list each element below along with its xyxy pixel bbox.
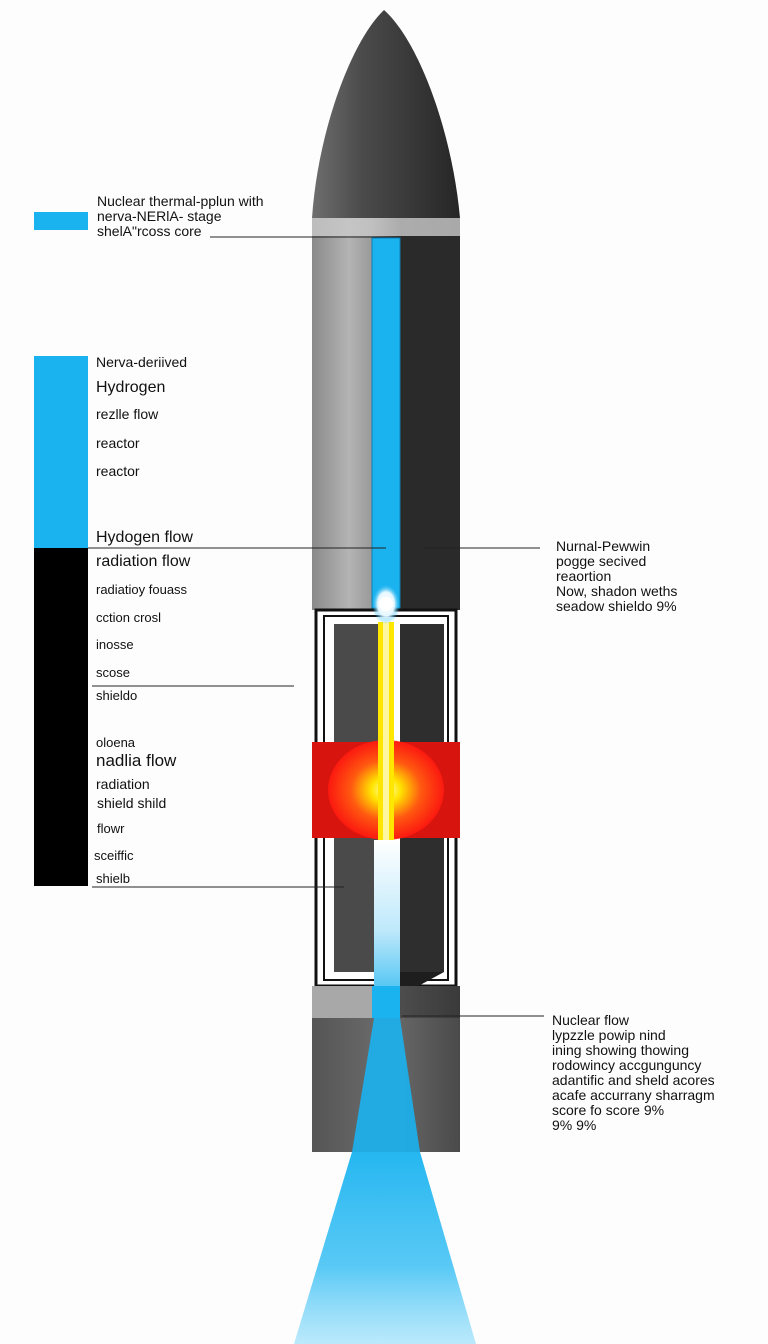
legend-black-item: shieldo <box>96 688 138 703</box>
legend-blue-item: reactor <box>96 463 140 479</box>
legend-top-line: shelA"rcoss core <box>97 223 202 239</box>
legend-top-line: Nuclear thermal-pplun with <box>97 193 264 209</box>
legend-top-line: nerva-NERlA- stage <box>97 208 222 224</box>
legend-blue-item: rezlle flow <box>96 406 159 422</box>
legend-blue-item: Nerva-deriived <box>96 354 188 370</box>
callout-line: ining showing thowing <box>552 1042 689 1058</box>
callout-line: acafe accurrany sharragm <box>552 1087 715 1103</box>
exhaust-inner <box>352 1018 420 1152</box>
legend-blue-item: reactor <box>96 435 140 451</box>
callout-line: 9% 9% <box>552 1117 597 1133</box>
legend-black-item: shielb <box>96 871 130 886</box>
hydrogen-feed-pipe <box>372 238 400 608</box>
callout-line: Nuclear flow <box>552 1012 630 1028</box>
legend-black-item: sceiffic <box>94 848 134 863</box>
legend-black-item: shield shild <box>97 795 167 811</box>
legend-black-item: radiatioy fouass <box>96 582 188 597</box>
callout-right-middle: Nurnal-Pewwin pogge secived reaortion No… <box>556 539 677 614</box>
callout-line: seadow shieldo 9% <box>556 598 677 614</box>
legend-black-item: radiation <box>96 776 150 792</box>
legend-top-label: Nuclear thermal-pplun with nerva-NERlA- … <box>97 194 264 239</box>
callout-line: pogge secived <box>556 553 647 569</box>
callout-line: Nurnal-Pewwin <box>556 538 651 554</box>
legend-black-item: cction crosl <box>96 610 162 625</box>
callout-line: lypzzle powip nind <box>552 1027 666 1043</box>
legend-blue-item: Hydogen flow <box>96 529 193 546</box>
callout-line: adantific and sheld acores <box>552 1072 715 1088</box>
legend-swatch-blue <box>34 356 88 548</box>
legend-black-item: scose <box>96 665 130 680</box>
callout-line: score fo score 9% <box>552 1102 665 1118</box>
legend-swatch-black <box>34 548 88 886</box>
callout-line: reaortion <box>556 568 612 584</box>
callout-line: rodowincy accgunguncy <box>552 1057 702 1073</box>
legend-black-item: nadlia flow <box>96 751 177 770</box>
callout-line: Now, shadon weths <box>556 583 678 599</box>
legend-swatch-top <box>34 212 88 230</box>
nose-cone <box>312 10 460 218</box>
legend-black-item: radiation flow <box>96 553 191 570</box>
legend-black-item: oloena <box>96 735 136 750</box>
legend-black-item: inosse <box>96 637 134 652</box>
legend-blue-item: Hydrogen <box>96 379 166 396</box>
exhaust-plume <box>294 1152 476 1344</box>
legend-black-item: flowr <box>97 821 125 836</box>
callout-right-bottom: Nuclear flow lypzzle powip nind ining sh… <box>552 1013 715 1133</box>
